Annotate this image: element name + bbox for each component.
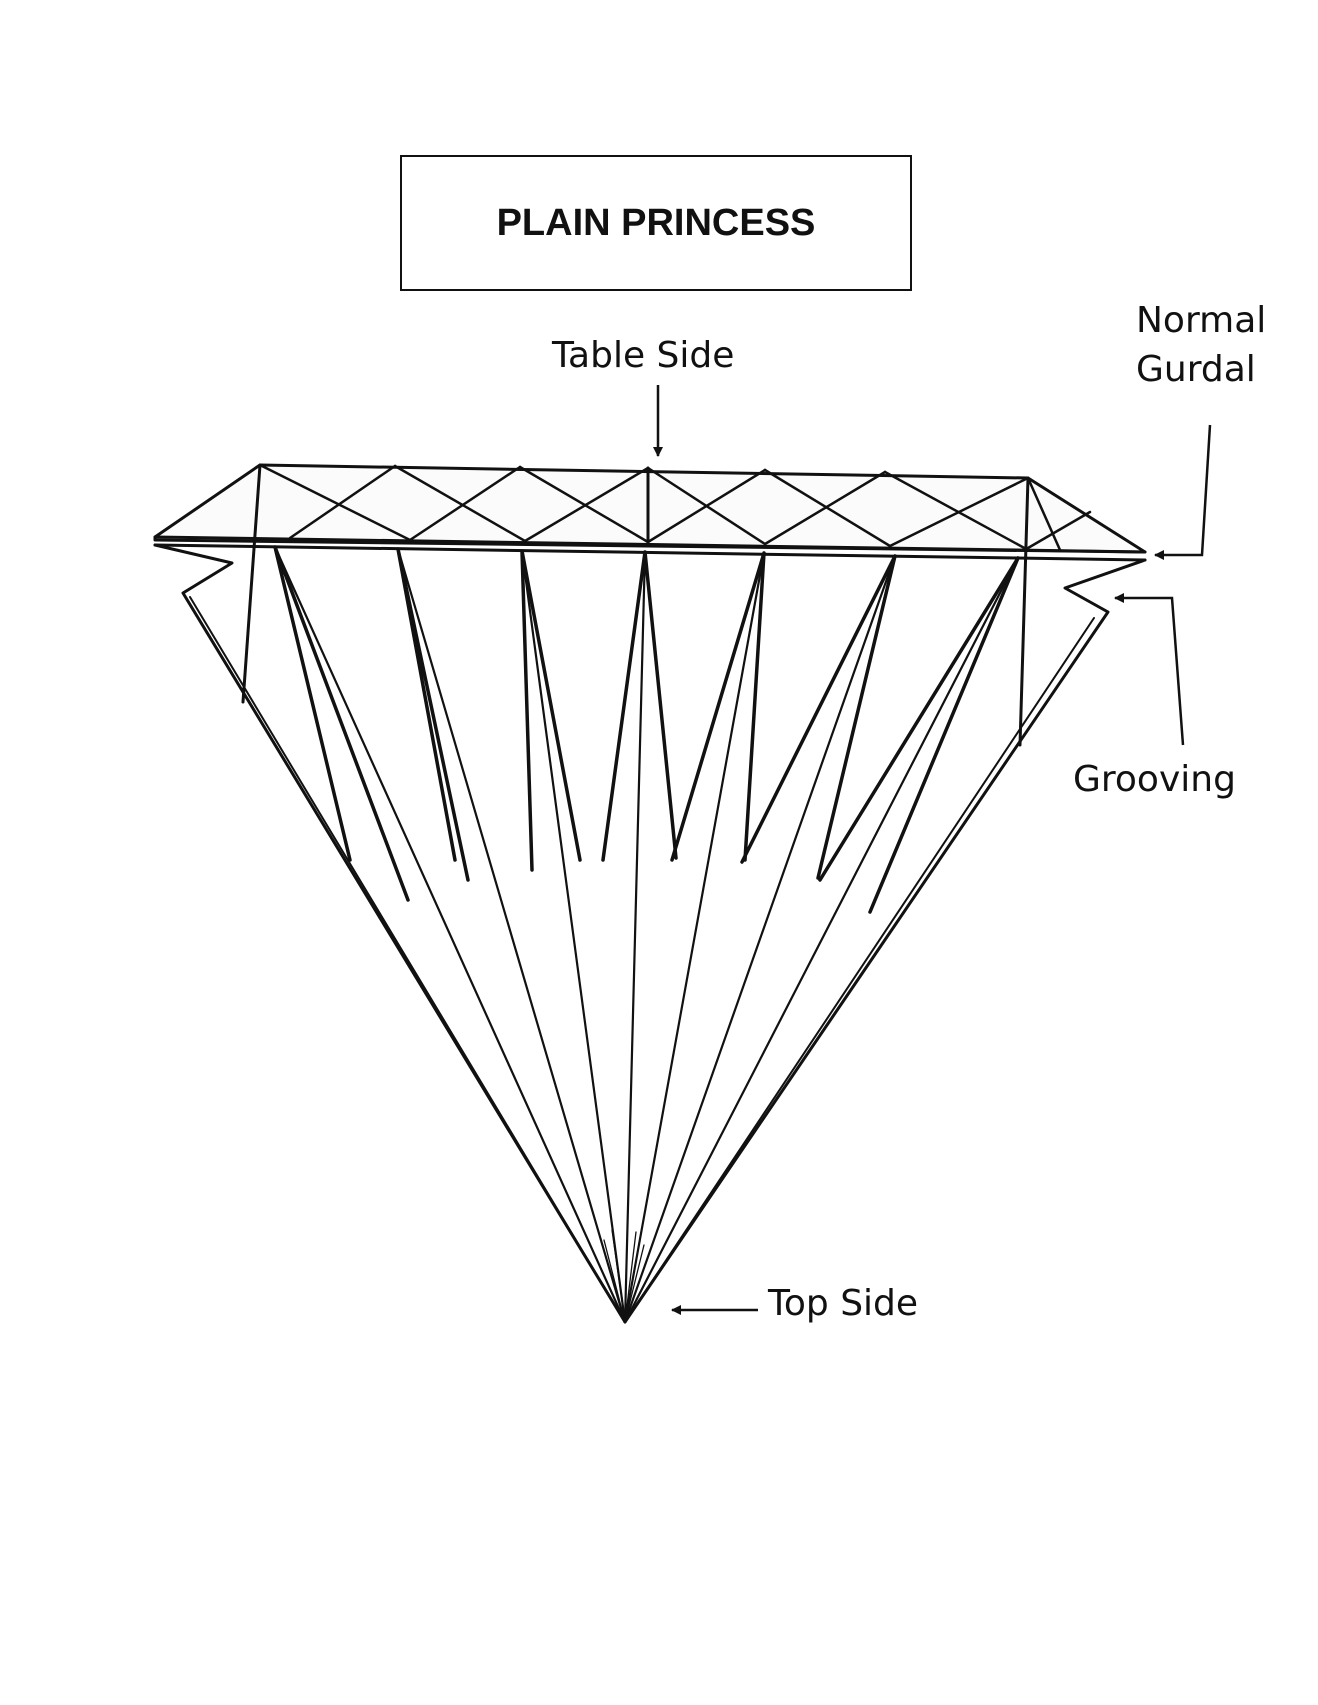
pavilion-fan-lines	[273, 545, 1020, 1324]
pavilion-left-edge	[153, 543, 627, 1324]
girdle-line-top	[153, 535, 1147, 554]
pavilion-spikes	[273, 545, 1020, 914]
crown-edge-left	[241, 463, 262, 704]
normal-gurdal-label: Normal Gurdal	[1136, 297, 1266, 394]
culet-shading	[603, 1229, 645, 1323]
pavilion-right-edge	[623, 558, 1147, 1324]
normal-gurdal-arrow	[1154, 424, 1212, 560]
grooving-arrow	[1114, 593, 1185, 746]
diagram-title: PLAIN PRINCESS	[400, 155, 912, 291]
normal-gurdal-line2: Gurdal	[1136, 348, 1256, 390]
pavilion-left-inner	[189, 596, 626, 1323]
top-side-label: Top Side	[768, 1283, 919, 1324]
normal-gurdal-line1: Normal	[1136, 300, 1267, 341]
crown-edge-right	[1018, 476, 1030, 747]
table-side-label: Table Side	[552, 335, 735, 376]
pavilion-right-inner	[624, 617, 1095, 1323]
girdle-line-bottom	[153, 543, 1147, 562]
grooving-label: Grooving	[1073, 759, 1236, 800]
crown-lattice	[258, 463, 1092, 552]
